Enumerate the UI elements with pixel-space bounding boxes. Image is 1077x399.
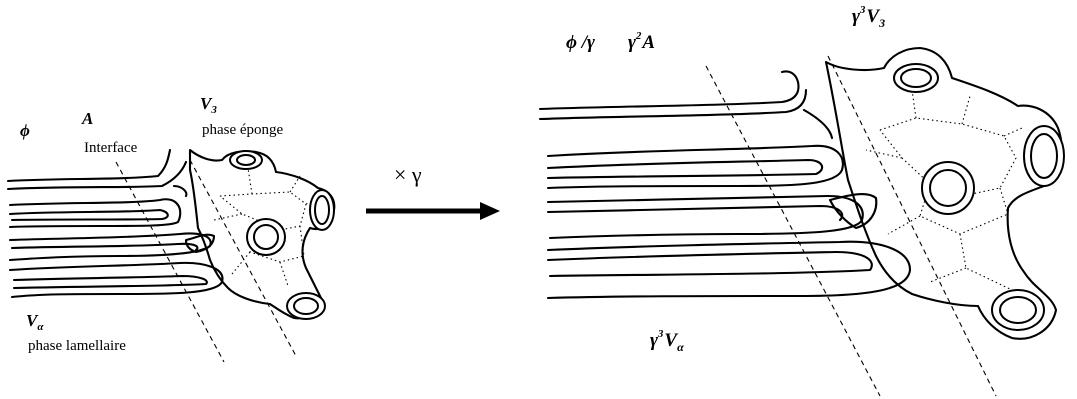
scaled-area-label: γ2A xyxy=(628,30,655,53)
sponge-pore xyxy=(1031,134,1057,178)
scale-transform: × γ xyxy=(366,162,500,220)
lamella xyxy=(540,90,806,119)
scale-factor-label: × γ xyxy=(394,162,422,187)
scaled-sponge-volume-label: γ3V3 xyxy=(852,4,885,30)
phi-over-gamma-label: ϕ /γ xyxy=(566,32,595,53)
lamella-passage xyxy=(830,194,876,228)
sponge-pore xyxy=(315,196,329,224)
left-diagram: ϕ A Interface V3 phase éponge Vα phase l… xyxy=(8,94,334,362)
phi-label: ϕ xyxy=(20,121,30,140)
lamella-tip xyxy=(804,110,832,138)
lamella xyxy=(548,206,842,220)
lamellar-phase-label: phase lamellaire xyxy=(28,338,126,354)
arrow-head-icon xyxy=(480,202,500,220)
interface-label: Interface xyxy=(84,140,138,156)
sponge-pore xyxy=(901,69,931,87)
sponge-pore xyxy=(294,298,318,314)
lamellar-volume-label: Vα xyxy=(26,311,44,333)
interface-line xyxy=(706,66,880,396)
lamella xyxy=(10,210,168,220)
interface-line xyxy=(190,160,296,356)
sponge-pore xyxy=(930,170,966,206)
sponge-pore xyxy=(237,155,255,165)
lamella xyxy=(12,244,197,250)
sponge-volume-label: V3 xyxy=(200,94,217,116)
lamella xyxy=(548,196,863,238)
lamella-tip xyxy=(174,186,186,196)
sponge-pore xyxy=(254,225,278,249)
lamella xyxy=(14,276,207,288)
right-diagram: ϕ /γ γ2A γ3V3 γ3Vα xyxy=(540,4,1064,396)
area-label: A xyxy=(81,109,93,128)
sponge-phase-label: phase éponge xyxy=(202,122,284,138)
lamella xyxy=(540,71,798,109)
lamella xyxy=(548,252,872,276)
right-lamellar-stack xyxy=(540,71,910,298)
scaled-lamellar-volume-label: γ3Vα xyxy=(650,328,684,354)
lamella xyxy=(548,160,822,178)
sponge-pore xyxy=(1000,297,1036,323)
